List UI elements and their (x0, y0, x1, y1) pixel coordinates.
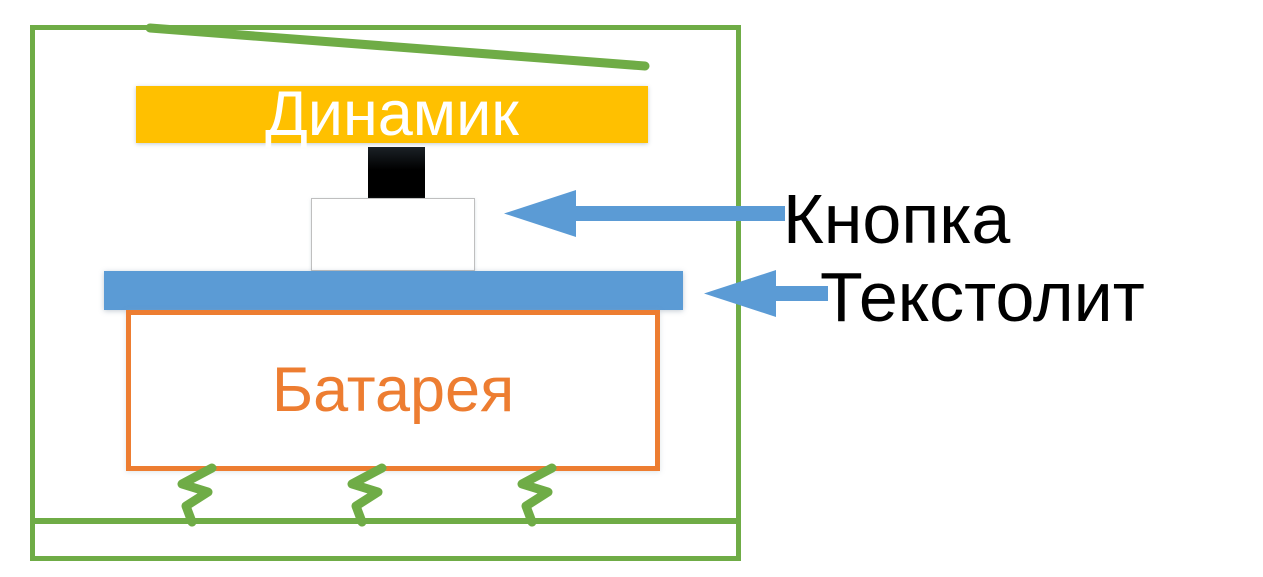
spring-contact-icon (177, 463, 217, 527)
callout-arrow-button-icon (504, 190, 785, 237)
spring-contact-icon (517, 463, 557, 527)
spring-contacts-group (177, 463, 557, 527)
callout-label-button: Кнопка (783, 180, 1011, 258)
textolite-component (104, 271, 683, 310)
button-component (311, 198, 475, 271)
enclosure-inner-divider (33, 518, 739, 524)
contact-block-component (368, 147, 425, 198)
speaker-label: Динамик (265, 79, 519, 149)
battery-component (126, 310, 660, 471)
speaker-component (136, 86, 648, 143)
callout-arrow-textolite-icon (704, 270, 828, 317)
callout-label-textolite: Текстолит (820, 258, 1145, 336)
spring-contact-icon (347, 463, 387, 527)
battery-label: Батарея (271, 355, 515, 425)
